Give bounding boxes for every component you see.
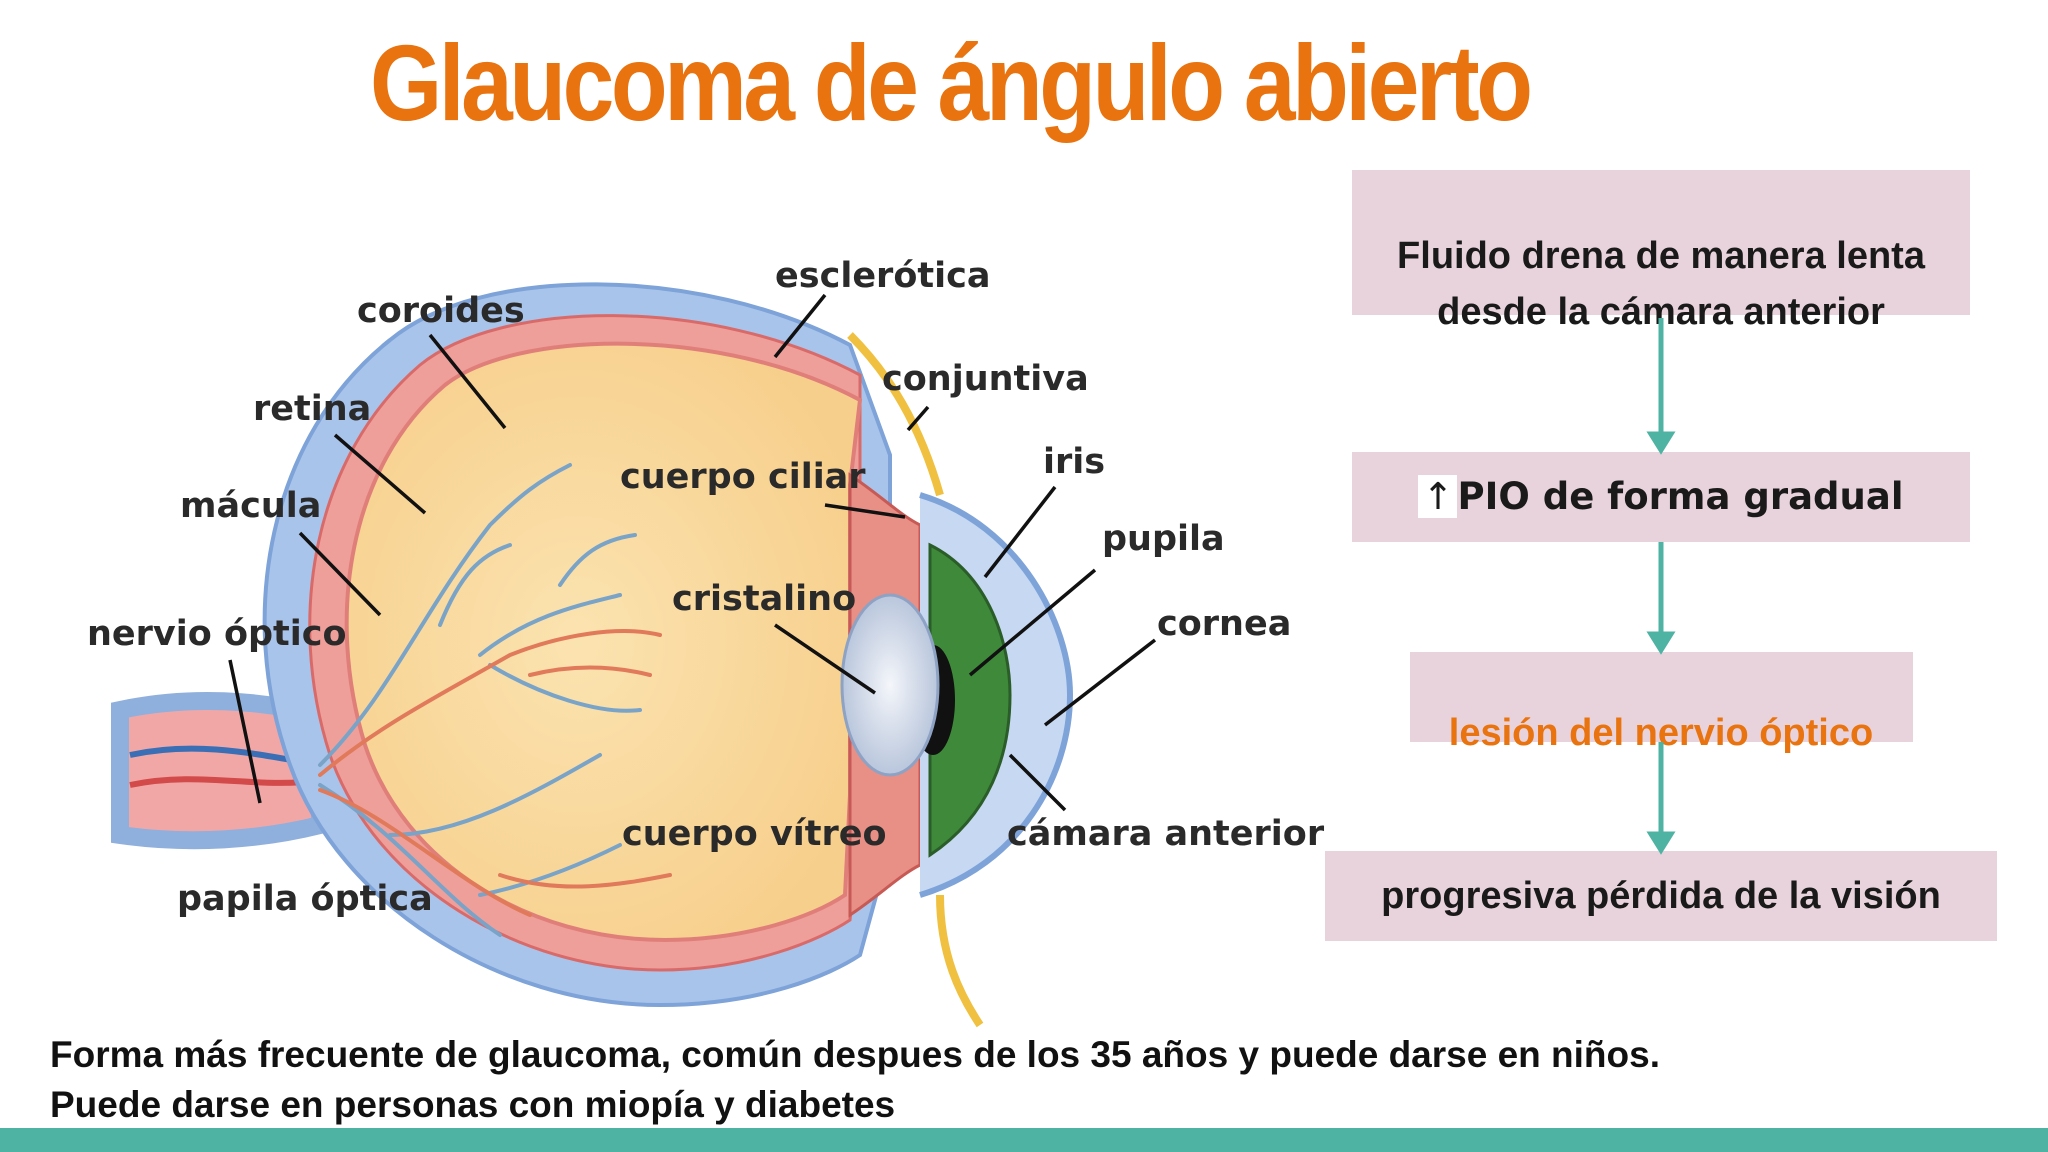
flow-step-4-text: progresiva pérdida de la visión xyxy=(1381,875,1941,917)
flow-arrowhead-1 xyxy=(1646,431,1676,455)
flow-step-2-box: ↑PIO de forma gradual xyxy=(1352,452,1970,542)
flow-arrowhead-3 xyxy=(1646,831,1676,855)
bottom-accent-bar xyxy=(0,1128,2048,1152)
label-retina: retina xyxy=(253,389,371,429)
flow-step-3-box xyxy=(1410,652,1913,742)
slide-title: Glaucoma de ángulo abierto xyxy=(370,22,1533,143)
flow-step-1-text: Fluido drena de manera lenta desde la cá… xyxy=(1397,235,1925,333)
label-pointers xyxy=(228,293,1157,812)
label-cuerpo-vitreo: cuerpo vítreo xyxy=(622,814,887,854)
footer-line-1: Forma más frecuente de glaucoma, común d… xyxy=(50,1034,1660,1075)
flow-step-2-text: PIO de forma gradual xyxy=(1457,475,1904,518)
vitreous-body-shape xyxy=(344,341,863,943)
flow-arrowhead-2 xyxy=(1646,631,1676,655)
lens-shape xyxy=(840,593,940,777)
flow-step-4-box: progresiva pérdida de la visión xyxy=(1325,851,1997,941)
iris-shape xyxy=(928,542,1012,858)
footer-text: Forma más frecuente de glaucoma, común d… xyxy=(50,1030,1660,1130)
label-cristalino: cristalino xyxy=(672,579,856,619)
label-conjuntiva: conjuntiva xyxy=(882,359,1089,399)
label-cuerpo-ciliar: cuerpo ciliar xyxy=(620,457,866,497)
label-iris: iris xyxy=(1043,442,1105,482)
label-esclerotica: esclerótica xyxy=(775,256,990,296)
label-camara-anterior: cámara anterior xyxy=(1007,814,1325,854)
flow-step-1-box: Fluido drena de manera lenta desde la cá… xyxy=(1352,170,1970,333)
conjunctiva-shape xyxy=(847,332,944,497)
retinal-vessels xyxy=(318,463,672,937)
increase-arrow-icon: ↑ xyxy=(1418,475,1458,518)
label-coroides: coroides xyxy=(357,291,525,331)
label-nervio-optico: nervio óptico xyxy=(87,614,347,654)
label-macula: mácula xyxy=(180,486,321,526)
label-cornea: cornea xyxy=(1157,604,1291,644)
label-pupila: pupila xyxy=(1102,519,1225,559)
label-papila-optica: papila óptica xyxy=(177,879,433,919)
eye-anatomy-diagram: coroides esclerótica conjuntiva retina i… xyxy=(87,256,1325,1028)
flow-step-3-text: lesión del nervio óptico xyxy=(1448,712,1874,754)
footer-line-2: Puede darse en personas con miopía y dia… xyxy=(50,1084,896,1125)
